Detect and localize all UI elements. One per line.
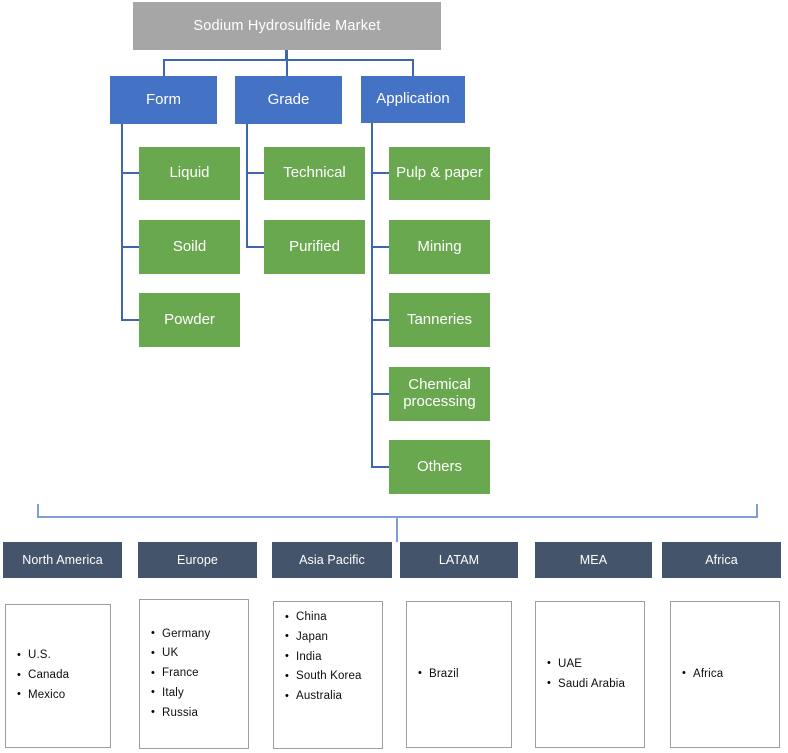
region-header-asia-pacific[interactable]: Asia Pacific [272, 542, 392, 578]
subcategory-label-pulp-paper: Pulp & paper [396, 164, 483, 182]
subcategory-label-mining: Mining [417, 237, 462, 255]
subcategory-box-tanneries[interactable]: Tanneries [389, 293, 490, 347]
region-label-latam: LATAM [438, 553, 480, 567]
diagram-title-label: Sodium Hydrosulfide Market [193, 17, 381, 34]
category-label-form: Form [146, 90, 181, 108]
country-list-items: Germany UK France Italy Russia [140, 624, 248, 724]
connector-spine-grade [246, 124, 248, 247]
subcategory-box-mining[interactable]: Mining [389, 220, 490, 274]
connector-elbow-grade-purified [246, 246, 265, 248]
connector-elbow-app-chemical-processing [371, 393, 390, 395]
subcategory-box-soild[interactable]: Soild [139, 220, 240, 274]
country-list-items: U.S. Canada Mexico [6, 646, 110, 705]
region-header-north-america[interactable]: North America [3, 542, 122, 578]
region-label-africa: Africa [705, 553, 738, 567]
region-label-mea: MEA [579, 553, 608, 567]
region-header-europe[interactable]: Europe [138, 542, 257, 578]
list-item: Russia [151, 703, 248, 724]
region-header-africa[interactable]: Africa [662, 542, 781, 578]
country-list-items: Africa [671, 664, 779, 685]
subcategory-box-others[interactable]: Others [389, 440, 490, 494]
subcategory-box-liquid[interactable]: Liquid [139, 147, 240, 200]
list-item: Italy [151, 683, 248, 704]
region-label-north-america: North America [22, 553, 103, 567]
region-label-europe: Europe [177, 553, 218, 567]
region-label-asia-pacific: Asia Pacific [299, 553, 365, 567]
connector-elbow-app-mining [371, 246, 390, 248]
country-list-africa: Africa [670, 601, 780, 748]
list-item: Africa [682, 664, 779, 685]
connector-drop-application [412, 59, 414, 76]
brace-center-stem [396, 516, 398, 542]
country-list-items: UAE Saudi Arabia [536, 654, 644, 695]
list-item: Mexico [17, 685, 110, 706]
list-item: Germany [151, 624, 248, 645]
diagram-title-box: Sodium Hydrosulfide Market [133, 2, 441, 50]
connector-spine-form [121, 124, 123, 320]
connector-elbow-app-others [371, 466, 390, 468]
list-item: Australia [285, 687, 382, 707]
country-list-europe: Germany UK France Italy Russia [139, 599, 249, 749]
connector-elbow-form-soild [121, 246, 140, 248]
list-item: China [285, 608, 382, 628]
connector-title-bus [163, 59, 414, 61]
connector-elbow-app-tanneries [371, 319, 390, 321]
subcategory-box-powder[interactable]: Powder [139, 293, 240, 347]
list-item: India [285, 647, 382, 668]
country-list-asia-pacific: China Japan India South Korea Australia [273, 601, 383, 749]
list-item: Saudi Arabia [547, 674, 644, 695]
subcategory-label-others: Others [416, 457, 462, 475]
subcategory-label-powder: Powder [164, 310, 215, 328]
subcategory-label-soild: Soild [172, 237, 207, 255]
country-list-mea: UAE Saudi Arabia [535, 601, 645, 748]
category-box-grade[interactable]: Grade [235, 76, 342, 124]
list-item: Japan [285, 627, 382, 648]
country-list-latam: Brazil [406, 601, 512, 748]
connector-drop-form [163, 59, 165, 76]
category-box-application[interactable]: Application [361, 76, 465, 123]
list-item: UAE [547, 654, 644, 675]
subcategory-box-technical[interactable]: Technical [264, 147, 365, 200]
region-header-latam[interactable]: LATAM [400, 542, 518, 578]
region-header-mea[interactable]: MEA [535, 542, 652, 578]
list-item: U.S. [17, 646, 110, 666]
country-list-north-america: U.S. Canada Mexico [5, 604, 111, 748]
list-item: Brazil [418, 664, 511, 685]
country-list-items: Brazil [407, 664, 511, 685]
country-list-items: China Japan India South Korea Australia [274, 608, 382, 707]
connector-drop-grade [286, 59, 288, 76]
category-box-form[interactable]: Form [110, 76, 217, 124]
subcategory-label-purified: Purified [289, 237, 340, 255]
subcategory-label-liquid: Liquid [169, 164, 210, 182]
subcategory-label-chemical-processing: Chemical processing [403, 376, 476, 410]
category-label-grade: Grade [267, 90, 310, 108]
connector-elbow-app-pulp-paper [371, 172, 390, 174]
connector-elbow-form-powder [121, 319, 140, 321]
connector-title-stem [285, 50, 288, 61]
subcategory-box-purified[interactable]: Purified [264, 220, 365, 274]
list-item: Canada [17, 666, 110, 686]
subcategory-label-tanneries: Tanneries [406, 310, 473, 328]
subcategory-label-technical: Technical [283, 164, 346, 182]
list-item: South Korea [285, 667, 382, 687]
list-item: UK [151, 644, 248, 664]
category-label-application: Application [376, 90, 450, 108]
brace-right-tick [756, 504, 758, 518]
connector-elbow-grade-technical [246, 172, 265, 174]
brace-left-tick [37, 504, 39, 518]
subcategory-box-pulp-paper[interactable]: Pulp & paper [389, 147, 490, 200]
list-item: France [151, 664, 248, 684]
connector-spine-application [371, 123, 373, 467]
connector-elbow-form-liquid [121, 172, 140, 174]
subcategory-box-chemical-processing[interactable]: Chemical processing [389, 367, 490, 421]
